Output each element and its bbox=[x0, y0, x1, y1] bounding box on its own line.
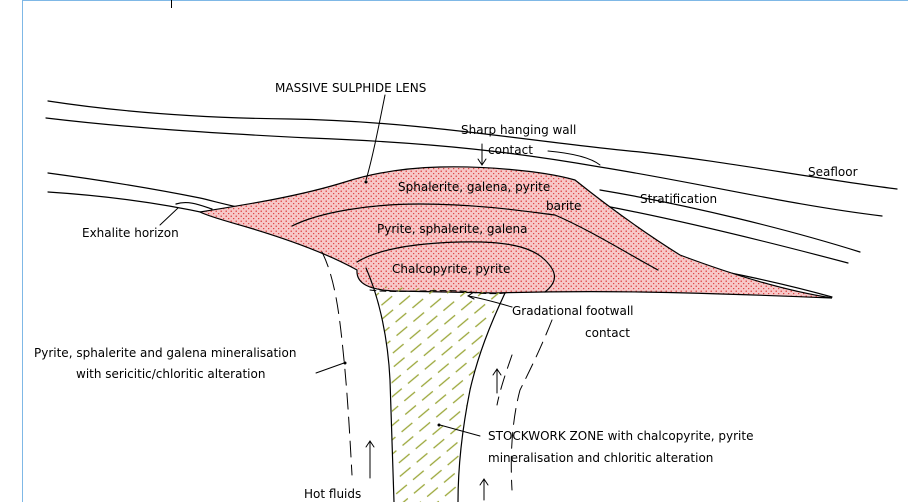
leader-exhalite bbox=[160, 208, 178, 225]
label-seafloor: Seafloor bbox=[808, 165, 858, 179]
label-stockwork-1: STOCKWORK ZONE with chalcopyrite, pyrite bbox=[488, 429, 753, 443]
leader-dot-lens bbox=[365, 181, 368, 184]
label-stratification: Stratification bbox=[640, 192, 717, 206]
label-massive-sulphide-lens: MASSIVE SULPHIDE LENS bbox=[275, 81, 426, 95]
label-exhalite-horizon: Exhalite horizon bbox=[82, 226, 179, 240]
label-mineralisation-2: with sericitic/chloritic alteration bbox=[76, 367, 265, 381]
leader-dot-mineralisation bbox=[344, 362, 347, 365]
leader-massive-lens bbox=[366, 95, 385, 180]
leader-mineralisation bbox=[316, 363, 344, 373]
label-footwall-contact: contact bbox=[585, 326, 630, 340]
hot-fluid-arrow-mid bbox=[493, 369, 501, 393]
stockwork-zone bbox=[372, 286, 502, 502]
leader-dot-stockwork bbox=[438, 424, 441, 427]
alteration-envelope-right-inner bbox=[497, 355, 512, 405]
label-gradational-footwall: Gradational footwall bbox=[512, 304, 634, 318]
leader-hanging-wall bbox=[478, 144, 486, 165]
hot-fluid-arrow-right bbox=[480, 479, 488, 500]
label-barite: barite bbox=[546, 199, 581, 213]
alteration-envelope-left bbox=[322, 252, 352, 475]
label-pyrite-sphalerite-galena: Pyrite, sphalerite, galena bbox=[377, 222, 528, 236]
label-hanging-wall-contact: contact bbox=[488, 143, 533, 157]
label-sharp-hanging-wall: Sharp hanging wall bbox=[461, 123, 576, 137]
label-chalcopyrite-pyrite: Chalcopyrite, pyrite bbox=[392, 262, 510, 276]
label-hot-fluids: Hot fluids bbox=[304, 487, 361, 501]
label-stockwork-2: mineralisation and chloritic alteration bbox=[488, 451, 713, 465]
label-mineralisation-1: Pyrite, sphalerite and galena mineralisa… bbox=[34, 346, 296, 360]
hot-fluid-arrow-left bbox=[366, 441, 374, 478]
label-sphalerite-galena-pyrite: Sphalerite, galena, pyrite bbox=[398, 180, 550, 194]
